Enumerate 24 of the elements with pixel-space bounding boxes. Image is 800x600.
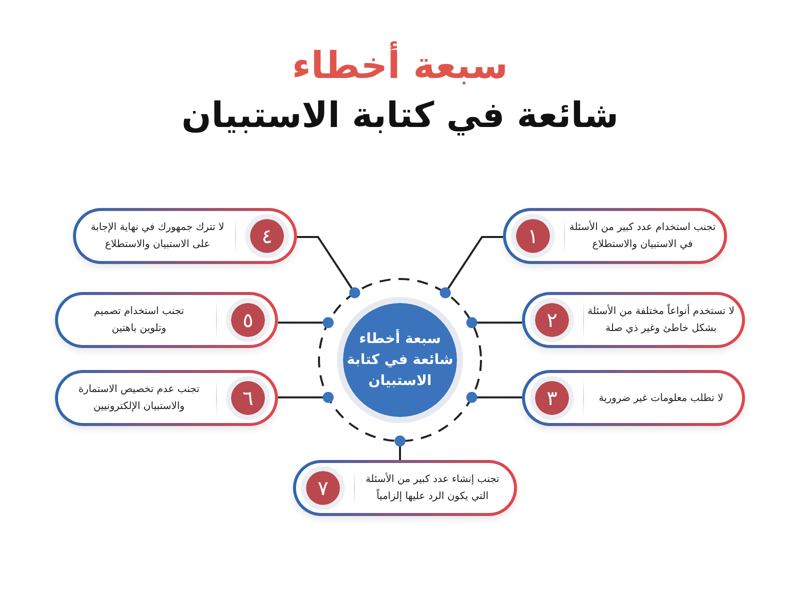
tip-text: تجنب استخدام عدد كبير من الأسئلة في الاستبيان والاستطلاع <box>569 222 716 250</box>
tip-text: لا تترك جمهورك في نهاية الإجابة على الاستبيان والاستطلاع <box>90 222 224 250</box>
connector-line <box>466 317 522 328</box>
number-circle: ٤ <box>245 214 289 258</box>
tip-text: تجنب عدم تخصيص الاستمارة والاستبيان الإلكترونيين <box>78 384 200 412</box>
connector-line <box>297 236 360 298</box>
connector-line <box>278 317 334 328</box>
tip-text: لا تستخدم أنواعاً مختلفة من الأسئلة بشكل خاطئ وغير ذي صلة <box>588 306 734 334</box>
number-circle: ٣ <box>530 376 574 420</box>
number-circle: ٥ <box>226 298 270 342</box>
connector-line <box>466 392 522 403</box>
connector-line <box>440 236 503 298</box>
number-circle: ٧ <box>301 466 345 510</box>
title: سبعة أخطاء شائعة في كتابة الاستبيان <box>181 40 619 140</box>
number-circle: ٦ <box>226 376 270 420</box>
connector-line <box>394 436 406 460</box>
number-circle: ٢ <box>530 298 574 342</box>
tip-text: لا تطلب معلومات غير ضرورية <box>598 392 724 404</box>
tip-text: تجنب استخدام تصميم وتلوين باهتين <box>94 306 184 334</box>
tip-text: تجنب إنشاء عدد كبير من الأسئلة التي يكون الرد عليها إلزامياً <box>366 474 500 502</box>
connector-line <box>278 392 334 403</box>
dashed-circle <box>318 278 482 442</box>
number-circle: ١ <box>511 214 555 258</box>
center-circle: سبعة أخطاء شائعة في كتابة الاستبيان <box>337 297 463 423</box>
